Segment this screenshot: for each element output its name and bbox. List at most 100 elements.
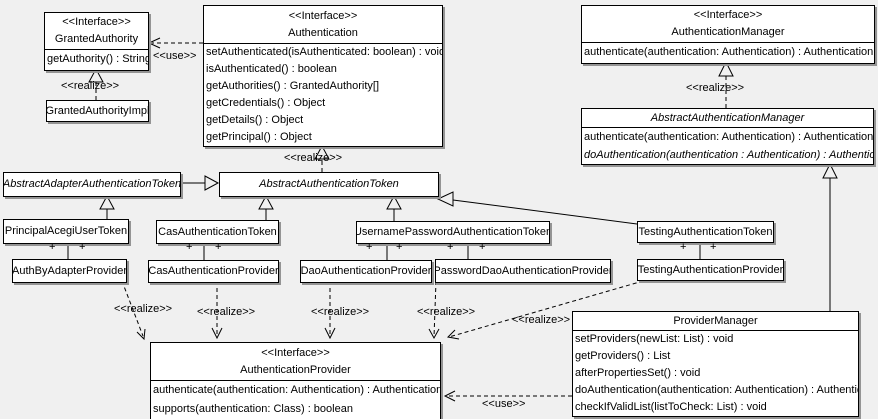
open-arrowhead-icon <box>446 329 460 340</box>
open-arrowhead-icon <box>324 327 336 340</box>
hollow-triangle-icon <box>88 67 104 83</box>
hollow-triangle-icon <box>258 194 274 210</box>
hollow-triangle-icon <box>436 191 454 207</box>
method-signature: getPrincipal() : Object <box>206 131 312 143</box>
hollow-triangle-icon <box>99 194 115 210</box>
stereotype-label: <<Interface>> <box>288 9 358 22</box>
realize-label: <<realize>> <box>61 80 120 92</box>
class-testing-authentication-token[interactable]: TestingAuthenticationToken <box>637 221 774 243</box>
generalization-edge-testing-token <box>452 199 638 225</box>
open-arrowhead-icon <box>136 328 146 341</box>
realize-edge-passworddaoprovider <box>433 280 437 338</box>
open-arrowhead-icon <box>211 327 223 340</box>
hollow-triangle-icon <box>204 175 220 191</box>
class-name: AbstractAuthenticationToken <box>259 178 399 190</box>
stereotype-label: <<Interface>> <box>693 9 763 21</box>
class-name: TestingAuthenticationProvider <box>637 263 784 276</box>
class-name: AbstractAuthenticationManager <box>650 111 805 124</box>
class-name: AuthenticationManager <box>671 26 785 38</box>
methods-compartment: authenticate(authentication: Authenticat… <box>582 127 873 164</box>
class-name: PasswordDaoAuthenticationProvider <box>435 264 611 277</box>
methods-compartment: getAuthority() : String <box>45 49 148 69</box>
realize-label: <<realize>> <box>114 303 173 315</box>
methods-compartment: setAuthenticated(isAuthenticated: boolea… <box>204 43 442 146</box>
method-signature: setProviders(newList: List) : void <box>575 333 734 345</box>
class-cas-authentication-provider[interactable]: CasAuthenticationProvider <box>148 260 279 283</box>
class-title: <<Interface>> GrantedAuthority <box>45 13 148 49</box>
class-abstract-adapter-authentication-token[interactable]: AbstractAdapterAuthenticationToken <box>3 172 181 197</box>
class-granted-authority-impl[interactable]: GrantedAuthorityImpl <box>46 100 149 122</box>
realize-label: <<realize>> <box>686 82 745 94</box>
association-end-plus: + <box>79 241 86 253</box>
class-name: CasAuthenticationProvider <box>148 265 279 277</box>
class-title: <<Interface>> Authentication <box>204 6 442 43</box>
class-password-dao-authentication-provider[interactable]: PasswordDaoAuthenticationProvider <box>435 259 611 283</box>
method-signature: getDetails() : Object <box>206 114 304 126</box>
class-name: UsernamePasswordAuthenticationToken <box>356 226 550 238</box>
method-signature: authenticate(authentication: Authenticat… <box>584 131 874 143</box>
class-name: PrincipalAcegiUserToken <box>4 225 128 237</box>
methods-compartment: authenticate(authentication: Authenticat… <box>151 380 440 419</box>
method-signature: getCredentials() : Object <box>206 97 326 109</box>
class-authentication[interactable]: <<Interface>> Authentication setAuthenti… <box>203 5 443 147</box>
association-end-plus: + <box>49 241 56 253</box>
method-signature: getAuthority() : String <box>47 53 149 65</box>
method-signature: doAuthentication(authentication : Authen… <box>584 149 874 161</box>
class-title: <<Interface>> AuthenticationProvider <box>151 343 440 380</box>
class-abstract-authentication-token[interactable]: AbstractAuthenticationToken <box>219 172 439 197</box>
open-arrowhead-icon <box>428 328 440 340</box>
class-name: CasAuthenticationToken <box>158 225 277 238</box>
class-authentication-provider[interactable]: <<Interface>> AuthenticationProvider aut… <box>150 342 441 419</box>
methods-compartment: authenticate(authentication: Authenticat… <box>582 42 874 61</box>
method-signature: doAuthentication(authentication: Authent… <box>575 384 859 396</box>
association-end-plus: + <box>215 241 222 253</box>
class-testing-authentication-provider[interactable]: TestingAuthenticationProvider <box>637 259 784 281</box>
hollow-triangle-icon <box>718 60 734 77</box>
method-signature: checkIfValidList(listToCheck: List) : vo… <box>575 401 767 413</box>
class-name: GrantedAuthorityImpl <box>46 104 149 117</box>
hollow-triangle-icon <box>386 194 402 210</box>
open-arrowhead-icon <box>443 390 456 402</box>
class-title: <<Interface>> AuthenticationManager <box>582 6 874 42</box>
realize-label: <<realize>> <box>284 152 343 164</box>
realize-label: <<realize>> <box>512 314 571 326</box>
association-end-plus: + <box>680 241 687 253</box>
class-name: TestingAuthenticationToken <box>638 225 773 238</box>
stereotype-label: <<Interface>> <box>62 16 131 28</box>
class-title: ProviderManager <box>573 312 858 330</box>
method-signature: authenticate(authentication: Authenticat… <box>584 46 874 58</box>
stereotype-label: <<Interface>> <box>261 346 330 359</box>
class-granted-authority[interactable]: <<Interface>> GrantedAuthority getAuthor… <box>44 12 149 71</box>
realize-label: <<realize>> <box>197 306 256 318</box>
class-provider-manager[interactable]: ProviderManager setProviders(newList: Li… <box>572 311 859 417</box>
hollow-triangle-icon <box>314 144 330 160</box>
class-name: AuthenticationProvider <box>240 363 351 376</box>
class-authentication-manager[interactable]: <<Interface>> AuthenticationManager auth… <box>581 5 875 64</box>
class-auth-by-adapter-provider[interactable]: AuthByAdapterProvider <box>12 259 127 283</box>
use-label: <<use>> <box>153 50 197 62</box>
class-dao-authentication-provider[interactable]: DaoAuthenticationProvider <box>300 260 432 283</box>
method-signature: supports(authentication: Class) : boolea… <box>153 403 353 415</box>
class-username-password-authentication-token[interactable]: UsernamePasswordAuthenticationToken <box>356 221 550 244</box>
class-name: AuthByAdapterProvider <box>12 264 127 277</box>
method-signature: afterPropertiesSet() : void <box>575 367 701 379</box>
method-signature: isAuthenticated() : boolean <box>206 63 337 75</box>
class-name: AbstractAdapterAuthenticationToken <box>3 178 181 190</box>
method-signature: setAuthenticated(isAuthenticated: boolea… <box>206 46 443 58</box>
method-signature: authenticate(authentication: Authenticat… <box>153 384 441 396</box>
method-signature: getAuthorities() : GrantedAuthority[] <box>206 80 380 92</box>
method-signature: getProviders() : List <box>575 350 671 362</box>
association-end-plus: + <box>396 241 403 253</box>
class-name: Authentication <box>288 26 358 39</box>
class-abstract-authentication-manager[interactable]: AbstractAuthenticationManager authentica… <box>581 108 874 165</box>
use-label: <<use>> <box>482 398 526 410</box>
class-name: DaoAuthenticationProvider <box>300 265 432 277</box>
class-principal-acegi-user-token[interactable]: PrincipalAcegiUserToken <box>3 219 129 244</box>
open-arrowhead-icon <box>147 37 161 49</box>
class-title: AbstractAuthenticationManager <box>582 109 873 127</box>
class-name: GrantedAuthority <box>54 33 139 45</box>
association-end-plus: + <box>710 241 717 253</box>
methods-compartment: setProviders(newList: List) : void getPr… <box>573 330 858 416</box>
class-cas-authentication-token[interactable]: CasAuthenticationToken <box>156 220 279 244</box>
